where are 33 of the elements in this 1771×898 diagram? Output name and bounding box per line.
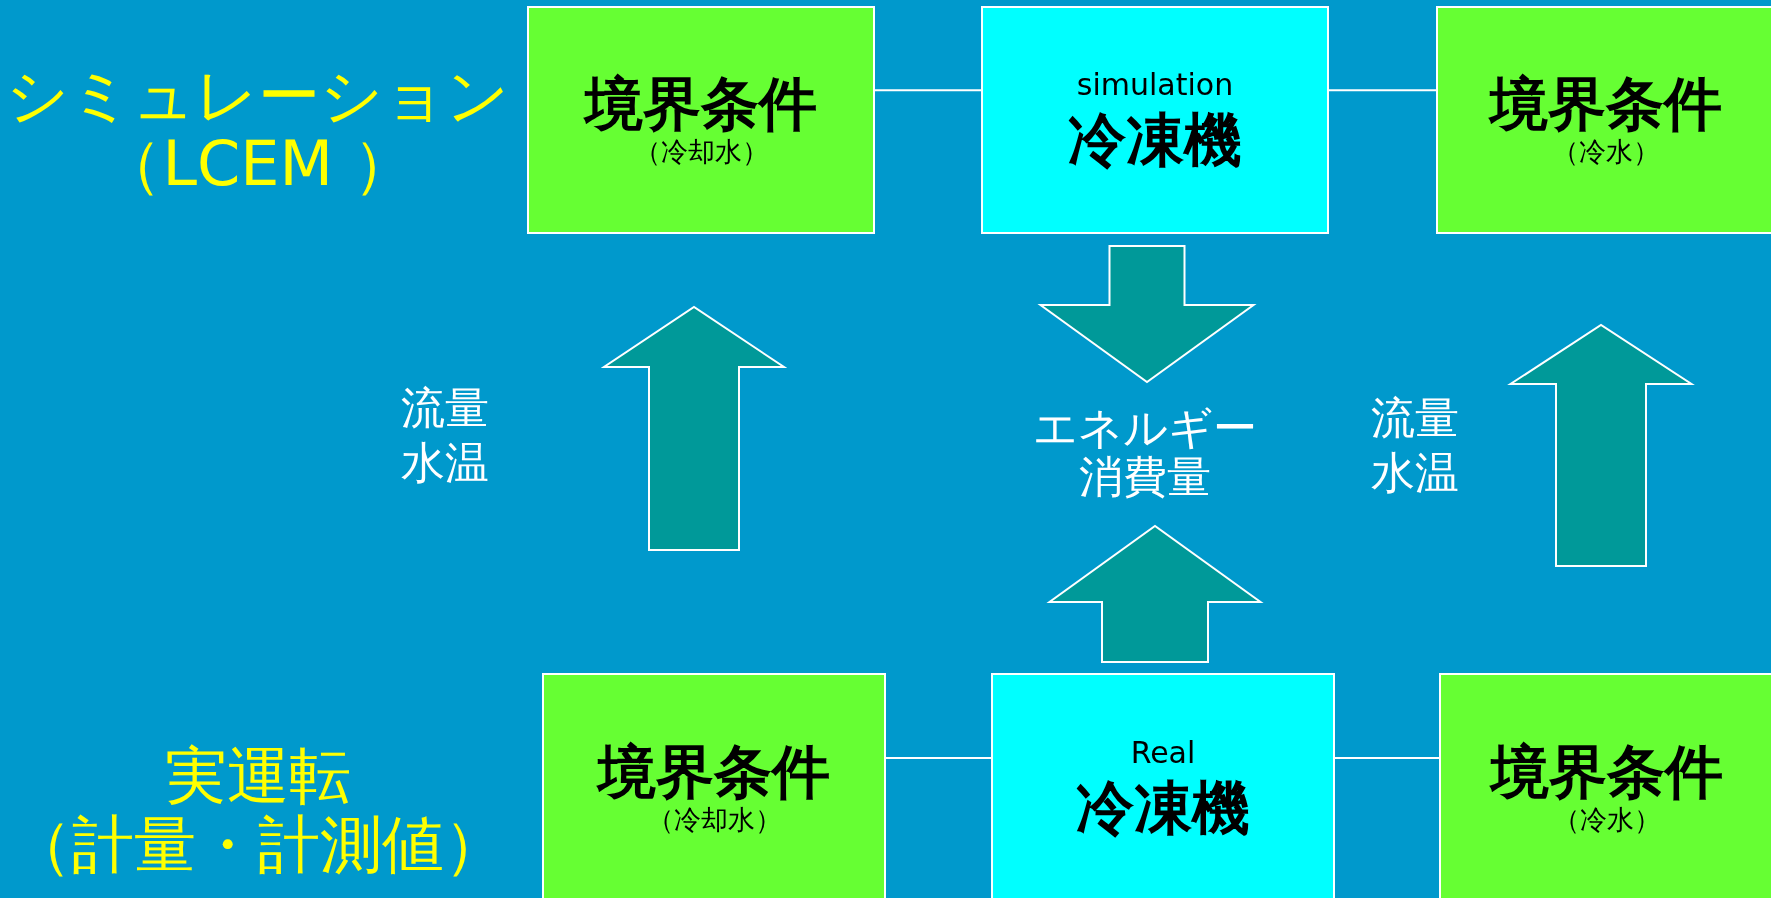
box-title: 冷凍機 — [1068, 108, 1242, 173]
condition-box — [542, 673, 886, 898]
box-subtitle: （冷水） — [1552, 137, 1660, 167]
box-title: 境界条件 — [1491, 741, 1723, 806]
condition-box — [1436, 6, 1771, 234]
edge-label: 流量水温 — [400, 381, 490, 490]
box-subtitle: （冷却水） — [633, 137, 769, 167]
condition-box — [1439, 673, 1771, 898]
box-subtitle: Real — [1130, 735, 1196, 769]
energy-label: エネルギー消費量 — [1032, 404, 1258, 501]
block-arrow — [1046, 524, 1264, 663]
block-arrow — [1507, 323, 1695, 567]
connector-line — [1328, 89, 1437, 92]
chiller-box — [991, 673, 1335, 898]
connector-line — [1334, 757, 1440, 760]
box-subtitle: （冷却水） — [646, 805, 782, 835]
heading-line: シミュレーション — [6, 61, 509, 130]
heading-line: （計量・計測値） — [9, 810, 506, 879]
chiller-box — [981, 6, 1329, 234]
heading-line: （LCEM ） — [100, 130, 415, 199]
condition-box — [527, 6, 875, 234]
box-title: 境界条件 — [585, 73, 817, 138]
box-subtitle: （冷水） — [1553, 805, 1661, 835]
block-arrow — [1037, 245, 1257, 384]
edge-label: 流量水温 — [1370, 391, 1460, 500]
connector-line — [885, 757, 992, 760]
box-subtitle: simulation — [1076, 67, 1234, 101]
box-title: 冷凍機 — [1076, 776, 1250, 841]
box-title: 境界条件 — [598, 741, 830, 806]
box-title: 境界条件 — [1490, 73, 1722, 138]
heading-line: 実運転 — [164, 742, 351, 811]
block-arrow — [600, 305, 788, 551]
connector-line — [874, 89, 982, 92]
